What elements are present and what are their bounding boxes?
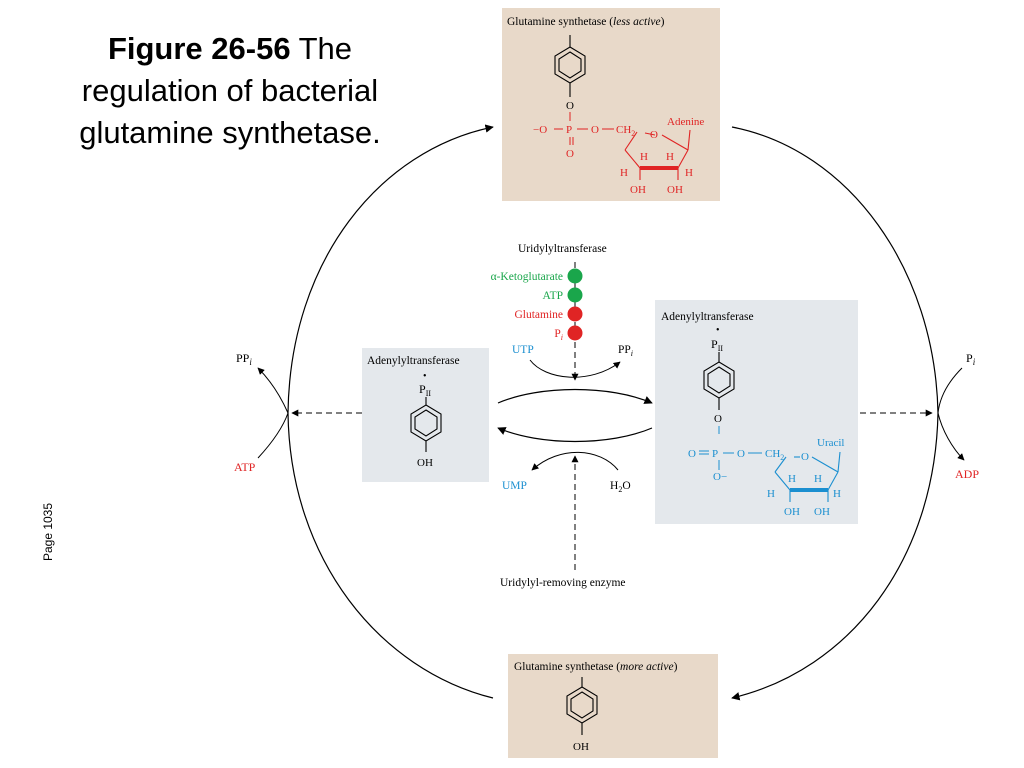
bottom-box: Glutamine synthetase (more active) OH [508,654,718,758]
right-adp-label: ADP [955,467,979,481]
effector-dot-pi [567,325,583,341]
left-oh: OH [417,457,433,469]
ribose-right [774,451,841,502]
effector-atp: ATP [543,290,563,302]
right-ch2: CH2 [765,448,784,462]
tyrosine-ring-left [410,397,442,452]
tyrosine-ring-bottom [566,677,598,735]
left-ppi-label: PPi [236,351,252,367]
arc-left-lower [287,412,494,699]
effector-glutamine: Glutamine [514,309,563,321]
h2o-label: H2O [610,480,631,494]
top-ch2: CH2 [616,124,635,138]
top-h3: H [620,167,628,179]
ribose-top [624,129,691,180]
right-h1: H [788,473,796,485]
right-h3: H [767,488,775,500]
uridylyltransferase-label: Uridylyltransferase [518,243,607,255]
effector-dot-ketoglutarate [567,268,583,284]
center-ppi-label: PPi [618,344,633,358]
top-h1: H [640,151,648,163]
top-h4: H [685,167,693,179]
tyrosine-ring-top [554,35,586,97]
left-box-label: Adenylyltransferase [367,355,460,367]
utp-curve [529,359,621,378]
right-h4: H [833,488,841,500]
effector-ketoglutarate: α-Ketoglutarate [491,271,563,283]
adenine-label: Adenine [667,116,704,128]
top-p: P [566,124,572,136]
top-o-label: O [566,100,574,112]
tyrosine-ring-right [703,352,735,410]
right-o-double: O [688,448,696,460]
top-o-ester: O [591,124,599,136]
h2o-curve [531,451,619,471]
uracil-label: Uracil [817,437,844,449]
arc-left-upper [287,124,494,414]
top-box-label: Glutamine synthetase (less active) [507,16,665,28]
utp-label: UTP [512,344,534,356]
effector-dot-glutamine [567,306,583,322]
figure-caption: The regulation of bacterial glutamine sy… [79,31,381,150]
top-o-double: O [566,148,574,160]
right-oh2: OH [814,506,830,518]
right-o-ester: O [737,448,745,460]
right-pi-label: Pi [966,351,976,367]
right-ring-o: O [801,451,809,463]
bottom-box-label: Glutamine synthetase (more active) [514,661,678,673]
effector-dot-atp [567,287,583,303]
effector-list: α-Ketoglutarate ATP Glutamine Pi [491,268,583,342]
left-box: Adenylyltransferase • PII OH [362,348,489,482]
right-side-reaction [937,367,965,461]
reverse-arrow [497,427,653,443]
right-dot: • [716,325,720,336]
uridylyl-removing-label: Uridylyl-removing enzyme [500,577,626,589]
top-o-minus: −O [533,124,547,136]
effector-pi: Pi [554,328,563,342]
left-side-reaction [257,367,289,459]
left-atp-label: ATP [234,460,256,474]
right-oh1: OH [784,506,800,518]
left-dot: • [423,371,427,382]
right-o-minus: O− [713,471,727,483]
cycle-arcs [287,124,939,701]
left-pii: PII [419,382,431,398]
right-box: Adenylyltransferase • PII O O P O CH2 O−… [655,300,858,524]
figure-number: Figure 26-56 [107,31,291,66]
center-lower: UMP H2O Uridylyl-removing enzyme [500,451,631,589]
right-h2: H [814,473,822,485]
arc-right-upper [731,126,939,414]
top-box: Glutamine synthetase (less active) O −O … [502,8,720,201]
forward-arrow [497,388,653,404]
right-o-link: O [714,413,722,425]
center-upper: Uridylyltransferase α-Ketoglutarate ATP … [491,243,633,381]
right-box-label: Adenylyltransferase [661,311,754,323]
top-oh2: OH [667,184,683,196]
right-p: P [712,448,718,460]
bottom-oh: OH [573,741,589,753]
right-pii: PII [711,337,723,353]
top-h2: H [666,151,674,163]
figure-title: Figure 26-56 The regulation of bacterial… [40,28,420,154]
arc-right-lower [731,412,939,701]
ump-label: UMP [502,480,527,492]
top-oh1: OH [630,184,646,196]
